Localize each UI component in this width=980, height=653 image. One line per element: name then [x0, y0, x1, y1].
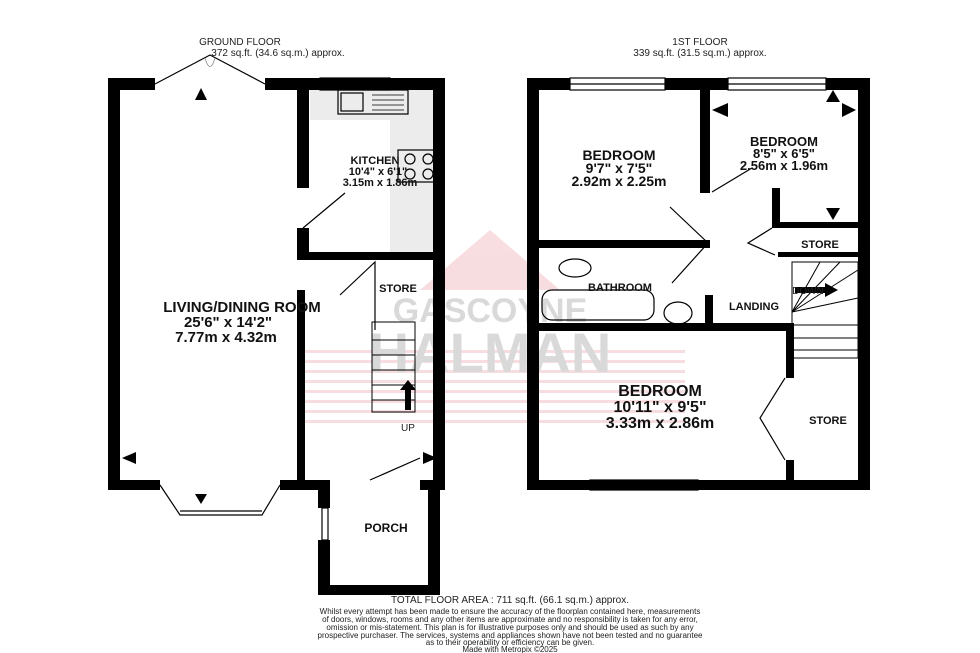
room-imperial: 10'11" x 9'5" — [613, 399, 706, 416]
room-name: BATHROOM — [588, 282, 652, 294]
disclaimer-line: Whilst every attempt has been made to en… — [320, 607, 701, 616]
first-floor-title: 1ST FLOOR — [672, 37, 727, 48]
watermark-line2: HALMAN — [369, 321, 612, 384]
watermark: GASCOYNE HALMAN — [300, 230, 685, 423]
room-name: STORE — [809, 415, 847, 427]
arrow-right-icon — [842, 103, 856, 117]
arrow-up-icon — [195, 88, 207, 100]
room-imperial: 25'6" x 14'2" — [184, 314, 272, 331]
first-floor-area: 339 sq.ft. (31.5 sq.m.) approx. — [633, 48, 766, 59]
disclaimer-line: prospective purchaser. The services, sys… — [318, 631, 704, 640]
ground-stairs — [371, 321, 416, 413]
room-name: BEDROOM — [750, 134, 818, 149]
disclaimer-line: as to their operability or efficiency ca… — [426, 638, 594, 647]
down-arrow-icon — [795, 283, 838, 297]
room-name: LIVING/DINING ROOM — [163, 299, 321, 316]
arrow-right-icon — [423, 452, 437, 464]
room-name: BEDROOM — [582, 147, 655, 163]
first-floor-plan: BEDROOM 9'7" x 7'5" 2.92m x 2.25m BEDROO… — [527, 77, 870, 491]
room-name: STORE — [801, 239, 839, 251]
room-name: LANDING — [729, 301, 779, 313]
disclaimer-line: of doors, windows, rooms and any other i… — [322, 615, 698, 624]
arrow-left-icon — [122, 452, 136, 464]
room-metric: 3.15m x 1.86m — [343, 177, 418, 189]
room-metric: 2.92m x 2.25m — [572, 173, 667, 189]
arrow-left-icon — [712, 103, 728, 117]
arrow-down-icon — [826, 208, 840, 220]
ground-floor-title: GROUND FLOOR — [199, 37, 281, 48]
arrow-down-icon — [195, 494, 207, 504]
stair-label: UP — [401, 423, 415, 434]
room-name: BEDROOM — [618, 383, 702, 400]
total-floor-area: TOTAL FLOOR AREA : 711 sq.ft. (66.1 sq.m… — [391, 595, 629, 606]
up-arrow-icon — [400, 380, 416, 410]
disclaimer-line: omission or mis-statement. This plan is … — [326, 623, 693, 632]
credit: Made with Metropix ©2025 — [462, 645, 558, 653]
room-imperial: 10'4" x 6'1" — [349, 166, 407, 178]
room-metric: 3.33m x 2.86m — [606, 415, 715, 432]
ground-floor-plan: LIVING/DINING ROOM 25'6" x 14'2" 7.77m x… — [108, 54, 445, 595]
stair-label: DOWN — [792, 286, 824, 297]
room-name: KITCHEN — [351, 155, 400, 167]
room-imperial: 9'7" x 7'5" — [586, 160, 653, 176]
room-imperial: 8'5" x 6'5" — [753, 146, 815, 161]
room-metric: 2.56m x 1.96m — [740, 158, 828, 173]
arrow-up-icon — [826, 90, 840, 102]
room-name: PORCH — [364, 521, 407, 535]
ground-floor-area: 372 sq.ft. (34.6 sq.m.) approx. — [211, 48, 344, 59]
room-name: STORE — [379, 283, 417, 295]
room-metric: 7.77m x 4.32m — [175, 329, 277, 346]
first-stairs — [791, 261, 859, 359]
